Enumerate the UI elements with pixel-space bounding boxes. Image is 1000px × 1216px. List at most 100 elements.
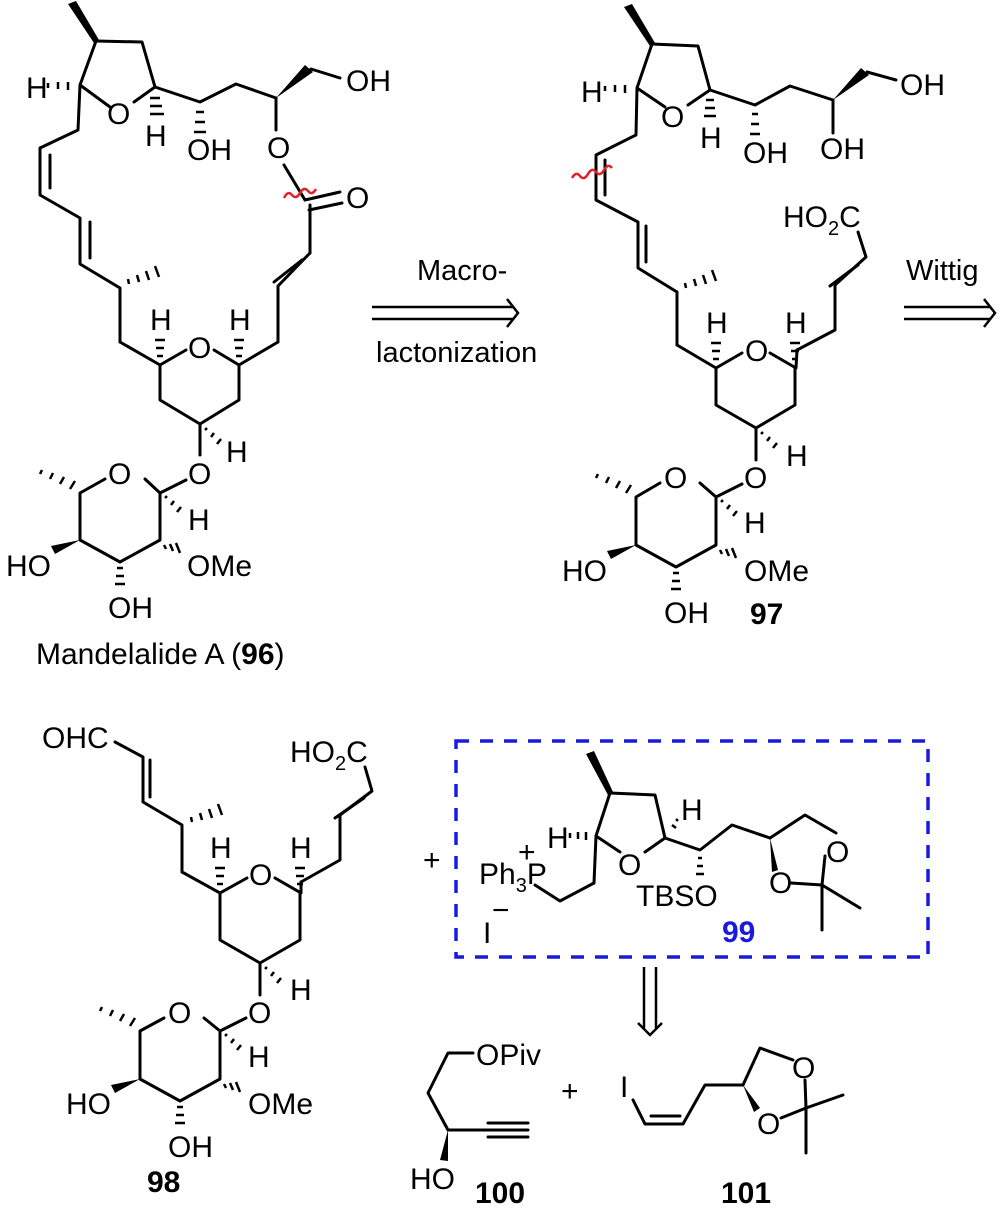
compound-101-structure (631, 1046, 845, 1155)
atom-label: OH (900, 69, 945, 102)
atom-label: O (744, 462, 767, 495)
compound-98-label: 98 (147, 1166, 180, 1199)
wedge-bond (743, 1085, 760, 1112)
atom-label: O (661, 101, 684, 134)
atom-label: H (150, 304, 172, 337)
atom-label: H (248, 1041, 270, 1074)
atom-label: OHC (42, 722, 109, 755)
hash-bond (224, 1033, 242, 1051)
hash-bond (671, 571, 681, 591)
compound-101-label: 101 (721, 1177, 771, 1210)
atom-label: H (786, 440, 808, 473)
atom-label: O (618, 849, 641, 882)
disconnection-squiggle (570, 164, 613, 180)
atom-label: OH (187, 134, 232, 167)
hash-bond (696, 856, 704, 876)
hash-bond (150, 96, 164, 116)
hydroxycarbonyl-label: HO2C (783, 201, 861, 240)
retro-arrow-down (637, 967, 663, 1037)
atom-label: O (769, 867, 792, 900)
atom-label: OMe (744, 555, 809, 588)
atom-label: O (249, 859, 272, 892)
arrow-label: Wittig (906, 255, 979, 287)
wedge-bond (440, 1130, 448, 1161)
atom-label: H (744, 507, 766, 540)
retro-arrow-wittig: Wittig (904, 255, 997, 328)
atom-label: H (700, 122, 722, 155)
atom-label: OH (108, 592, 153, 625)
hash-bond (264, 966, 282, 984)
compound-96-structure (38, 1, 344, 586)
compound-99-atoms: Ph3P + I − H O H TBSO O O 99 (479, 794, 849, 950)
arrow-label: Macro- (417, 255, 507, 287)
hash-bond (760, 431, 778, 449)
atom-label: O (826, 836, 849, 869)
retro-arrow-macrolactonization: Macro- lactonization (372, 255, 537, 369)
hash-bond (175, 1105, 185, 1125)
hash-bond (790, 341, 800, 361)
hash-bond (115, 566, 125, 586)
atom-label: H (188, 504, 210, 537)
hash-bond (46, 82, 70, 90)
hash-bond (98, 1006, 137, 1027)
wedge-bond (624, 4, 655, 46)
atom-label: OPiv (476, 1039, 541, 1072)
hash-bond (164, 495, 182, 513)
wedge-bond (111, 1079, 140, 1093)
hash-bond (126, 265, 161, 285)
atom-label: H (290, 832, 312, 865)
wedge-bond (51, 540, 80, 554)
atom-label: O (108, 458, 131, 491)
atom-label: HO (562, 555, 607, 588)
atom-label: H (785, 307, 807, 340)
wedge-bond (770, 838, 778, 872)
compound-101-atoms: I O O 101 (620, 1052, 815, 1210)
hash-bond (750, 112, 760, 136)
hash-bond (718, 547, 738, 559)
hash-bond (38, 469, 77, 490)
atom-label: H (229, 304, 251, 337)
atom-label: H (290, 974, 312, 1007)
hash-bond (594, 473, 633, 494)
highlight-box-99 (454, 739, 930, 959)
compound-100-structure (426, 1051, 530, 1161)
atom-label: O (346, 182, 369, 215)
charge-minus: − (492, 894, 510, 927)
wedge-bond (607, 545, 636, 559)
hydroxycarbonyl-label: HO2C (290, 736, 368, 775)
atom-label: H (581, 76, 603, 109)
hash-bond (222, 1081, 242, 1093)
atom-label: O (745, 335, 768, 368)
arrow-label: lactonization (376, 337, 537, 369)
disconnection-squiggle (282, 187, 318, 199)
compound-98-structure (98, 740, 374, 1125)
atom-label: H (26, 72, 48, 105)
plus-sign: + (423, 844, 441, 877)
hash-bond (215, 866, 225, 886)
compound-100-atoms: OPiv HO 100 (410, 1039, 541, 1210)
atom-label: HO (410, 1163, 455, 1196)
hash-bond (234, 338, 244, 358)
atom-label: OH (168, 1131, 213, 1164)
atom-label: H (210, 832, 232, 865)
wedge-bond (833, 68, 869, 100)
compound-99-structure (533, 751, 862, 932)
atom-label: H (681, 794, 703, 827)
atom-label: H (547, 822, 569, 855)
atom-label: OH (820, 133, 865, 166)
atom-label: HO (6, 550, 51, 583)
atom-label: TBSO (636, 880, 718, 913)
charge-plus: + (518, 836, 536, 869)
atom-label: O (664, 462, 687, 495)
atom-label: OH (743, 137, 788, 170)
plus-sign: + (561, 1075, 579, 1108)
atom-label: O (188, 458, 211, 491)
compound-99-label: 99 (722, 916, 755, 949)
atom-label: I (483, 917, 491, 950)
atom-label: O (107, 98, 130, 131)
hash-bond (162, 542, 182, 554)
atom-label: O (267, 132, 290, 165)
hash-bond (194, 110, 206, 134)
atom-label: H (145, 120, 167, 153)
compound-100-label: 100 (475, 1177, 525, 1210)
